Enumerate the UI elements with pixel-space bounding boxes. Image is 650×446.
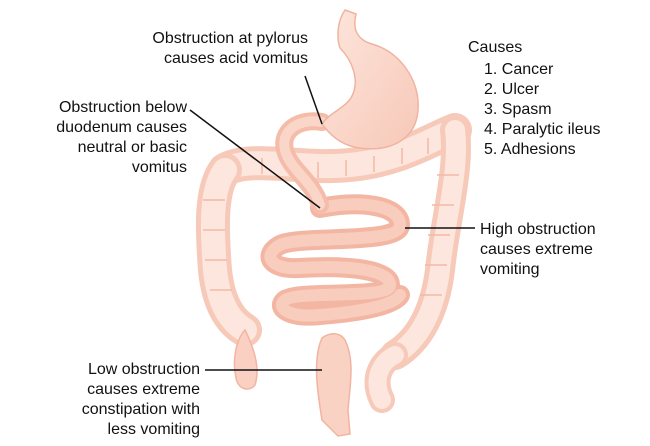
causes-block: Causes 1. Cancer 2. Ulcer 3. Spasm 4. Pa…: [468, 38, 648, 158]
stomach: [322, 10, 418, 149]
label-below-duodenum-obstruction: Obstruction below duodenum causes neutra…: [0, 98, 187, 178]
cause-item-5: 5. Adhesions: [484, 140, 650, 160]
cause-item-4: 4. Paralytic ileus: [484, 120, 650, 140]
rectum: [317, 334, 352, 436]
label-pylorus-obstruction: Obstruction at pylorus causes acid vomit…: [60, 29, 308, 69]
label-low-obstruction: Low obstruction causes extreme constipat…: [20, 360, 200, 440]
cause-item-2: 2. Ulcer: [484, 80, 650, 100]
cause-item-1: 1. Cancer: [484, 60, 650, 80]
cause-item-3: 3. Spasm: [484, 100, 650, 120]
causes-title: Causes: [468, 38, 648, 58]
causes-list: 1. Cancer 2. Ulcer 3. Spasm 4. Paralytic…: [484, 60, 650, 160]
label-high-obstruction: High obstruction causes extreme vomiting: [480, 220, 648, 280]
small-intestine: [270, 204, 400, 315]
